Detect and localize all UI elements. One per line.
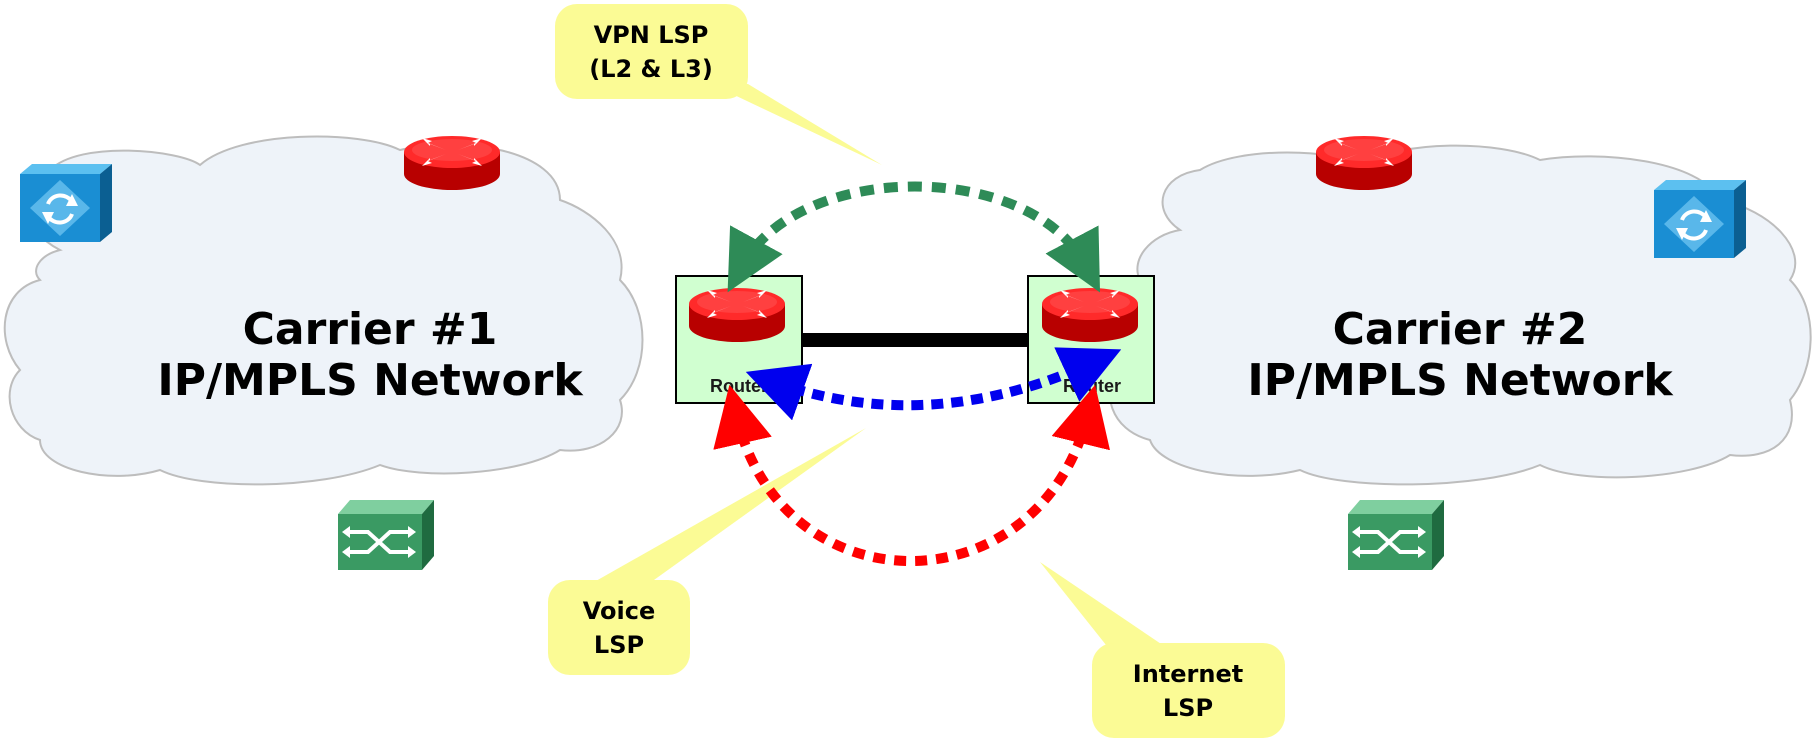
switch-icon <box>1346 498 1446 572</box>
atm-switch-icon <box>18 162 114 244</box>
carrier-1-subtitle: IP/MPLS Network <box>157 355 584 406</box>
carrier-1-title: Carrier #1 <box>243 304 498 355</box>
router-icon <box>689 288 785 342</box>
voice-callout-line1: Voice <box>583 597 655 625</box>
vpn-lsp-arc <box>727 181 1101 293</box>
router-icon <box>404 136 500 190</box>
carrier-2-subtitle: IP/MPLS Network <box>1247 355 1674 406</box>
vpn-callout-pointer <box>690 74 882 165</box>
router-icon <box>1042 288 1138 342</box>
switch-icon <box>336 498 436 572</box>
internet-callout-pointer <box>1040 562 1170 650</box>
voice-callout <box>548 580 690 675</box>
voice-internet-lsp-arc <box>713 384 1110 566</box>
vpn-callout <box>555 4 748 99</box>
internet-callout-line2: LSP <box>1163 694 1213 722</box>
left-router-label: Router <box>710 376 768 396</box>
carrier-2-title: Carrier #2 <box>1333 304 1588 355</box>
right-router-label: Router <box>1063 376 1121 396</box>
right-border-router: Router <box>1027 275 1155 404</box>
atm-switch-icon <box>1652 178 1748 260</box>
voice-callout-line2: LSP <box>594 631 644 659</box>
vpn-callout-line1: VPN LSP <box>594 21 709 49</box>
internet-callout <box>1092 643 1285 738</box>
router-icon <box>1316 136 1412 190</box>
internet-callout-line1: Internet <box>1133 660 1243 688</box>
vpn-callout-line2: (L2 & L3) <box>589 55 713 83</box>
carrier-1-cloud <box>3 135 644 486</box>
voice-callout-pointer <box>580 428 866 590</box>
